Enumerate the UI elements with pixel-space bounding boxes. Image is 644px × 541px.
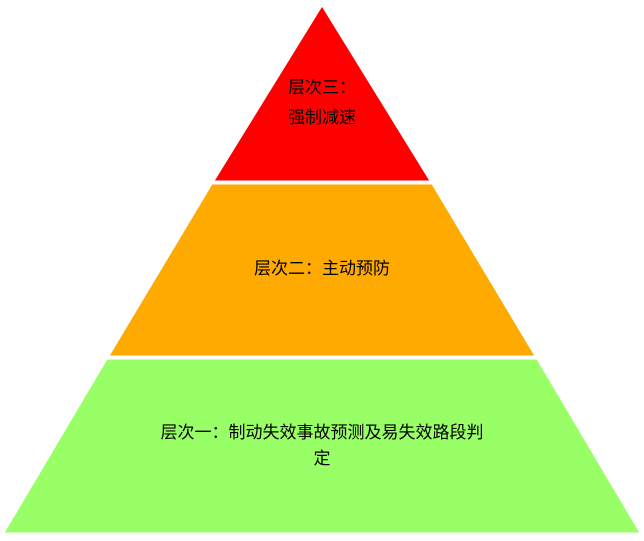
pyramid-tier-bottom — [3, 358, 641, 534]
pyramid-tier-top — [213, 5, 431, 182]
tier-middle-label: 层次二：主动预防 — [172, 254, 472, 284]
tier-top-label: 层次三： 强制减速 — [222, 73, 422, 133]
tier-middle-label-line-1: 层次二：主动预防 — [254, 259, 390, 279]
tier-bottom-label-line-1: 层次一：制动失效事故预测及易失效路段判 — [160, 423, 484, 443]
tier-top-label-line-1: 层次三： — [288, 78, 356, 98]
tier-top-label-line-2: 强制减速 — [288, 108, 356, 128]
tier-bottom-label: 层次一：制动失效事故预测及易失效路段判 定 — [102, 420, 542, 472]
pyramid-tier-middle — [108, 183, 536, 357]
tier-bottom-label-line-2: 定 — [313, 449, 331, 469]
